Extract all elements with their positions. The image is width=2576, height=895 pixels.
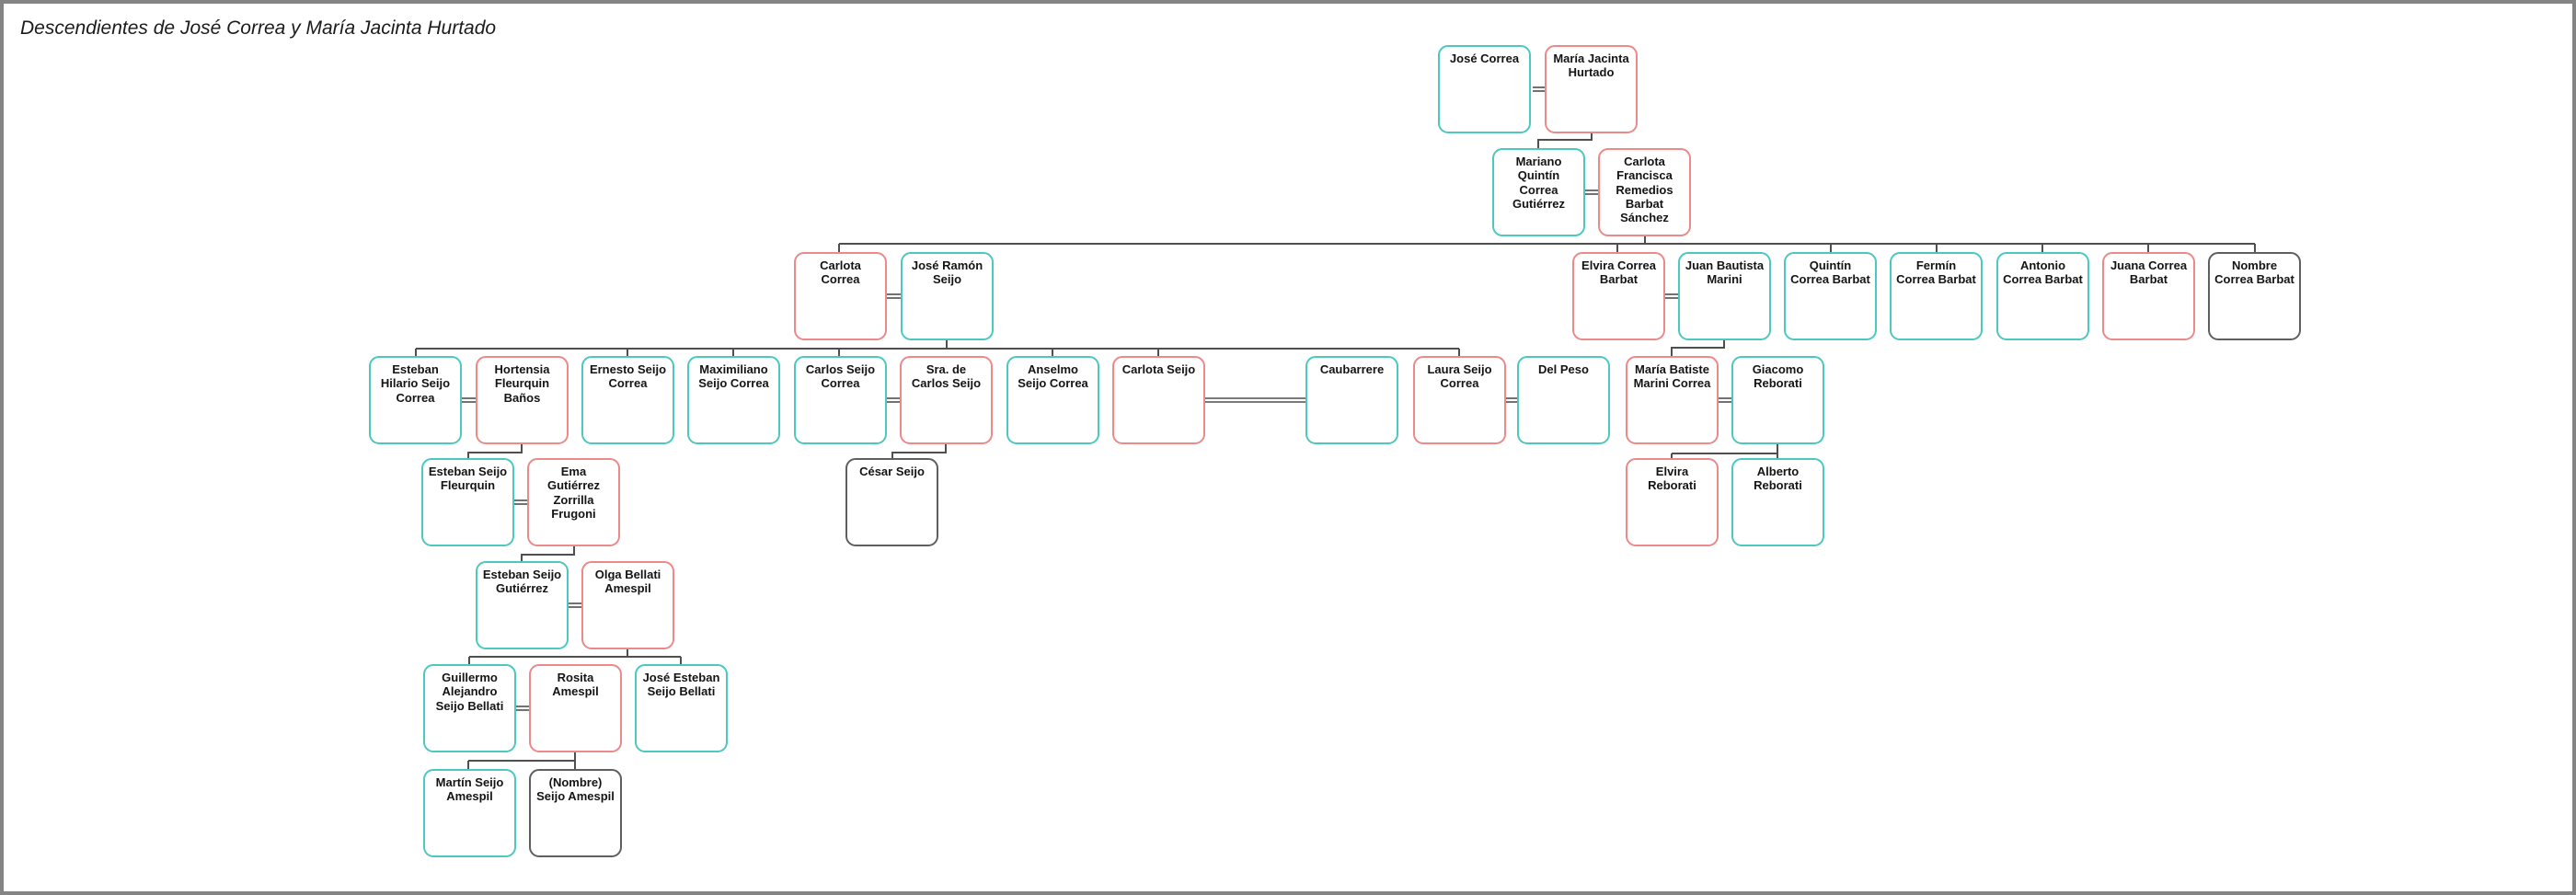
descent-connector — [1671, 340, 1725, 356]
person-node-carlos-seijo-correa[interactable]: Carlos Seijo Correa — [794, 356, 887, 444]
person-node-fermin-correa-barbat[interactable]: Fermín Correa Barbat — [1890, 252, 1983, 340]
person-name: Fermín Correa Barbat — [1896, 258, 1976, 287]
person-name: Del Peso — [1538, 362, 1589, 376]
tree-connectors — [415, 86, 2256, 769]
person-node-carlota-francisca[interactable]: Carlota Francisca Remedios Barbat Sánche… — [1598, 148, 1691, 236]
person-name: José Correa — [1449, 52, 1520, 65]
person-node-martin-seijo-amespil[interactable]: Martín Seijo Amespil — [423, 769, 516, 857]
chart-title: Descendientes de José Correa y María Jac… — [20, 17, 497, 39]
descent-connector — [521, 546, 575, 561]
person-node-esteban-hilario[interactable]: Esteban Hilario Seijo Correa — [369, 356, 462, 444]
person-node-elvira-correa-barbat[interactable]: Elvira Correa Barbat — [1572, 252, 1665, 340]
person-node-jose-ramon-seijo[interactable]: José Ramón Seijo — [901, 252, 994, 340]
person-node-olga-bellati-amespil[interactable]: Olga Bellati Amespil — [581, 561, 674, 649]
person-node-quintin-correa-barbat[interactable]: Quintín Correa Barbat — [1784, 252, 1877, 340]
person-name: Olga Bellati Amespil — [594, 568, 661, 596]
person-node-del-peso[interactable]: Del Peso — [1517, 356, 1610, 444]
person-name: María Batiste Marini Correa — [1633, 362, 1711, 391]
person-name: Caubarrere — [1319, 362, 1385, 376]
person-name: Anselmo Seijo Correa — [1018, 362, 1088, 391]
person-name: Juan Bautista Marini — [1685, 258, 1765, 287]
person-node-maria-batiste-marini[interactable]: María Batiste Marini Correa — [1626, 356, 1719, 444]
person-node-juana-correa-barbat[interactable]: Juana Correa Barbat — [2102, 252, 2195, 340]
person-node-hortensia-fleurquin[interactable]: Hortensia Fleurquin Baños — [476, 356, 569, 444]
descent-connector — [1537, 133, 1593, 148]
person-node-maximiliano-seijo[interactable]: Maximiliano Seijo Correa — [687, 356, 780, 444]
person-name: Mariano Quintín Correa Gutiérrez — [1512, 155, 1566, 211]
person-node-sra-de-carlos-seijo[interactable]: Sra. de Carlos Seijo — [900, 356, 993, 444]
person-name: Esteban Seijo Fleurquin — [428, 465, 508, 493]
person-name: Elvira Correa Barbat — [1581, 258, 1656, 287]
person-node-ema-gutierrez-zorrilla[interactable]: Ema Gutiérrez Zorrilla Frugoni — [527, 458, 620, 546]
person-node-mariano-quintin[interactable]: Mariano Quintín Correa Gutiérrez — [1492, 148, 1585, 236]
person-node-caubarrere[interactable]: Caubarrere — [1305, 356, 1398, 444]
descent-connector — [467, 444, 523, 458]
person-node-guillermo-alejandro[interactable]: Guillermo Alejandro Seijo Bellati — [423, 664, 516, 752]
person-name: Carlota Correa — [820, 258, 861, 287]
person-name: Nombre Correa Barbat — [2214, 258, 2294, 287]
person-node-carlota-correa[interactable]: Carlota Correa — [794, 252, 887, 340]
person-name: Laura Seijo Correa — [1427, 362, 1492, 391]
person-name: Rosita Amespil — [552, 671, 599, 699]
person-name: Sra. de Carlos Seijo — [911, 362, 982, 391]
person-name: César Seijo — [859, 465, 925, 478]
person-node-ernesto-seijo-correa[interactable]: Ernesto Seijo Correa — [581, 356, 674, 444]
person-node-jose-correa[interactable]: José Correa — [1438, 45, 1531, 133]
person-name: Carlos Seijo Correa — [805, 362, 876, 391]
person-name: Ernesto Seijo Correa — [589, 362, 667, 391]
person-name: Esteban Seijo Gutiérrez — [482, 568, 562, 596]
person-name: (Nombre) Seijo Amespil — [536, 775, 615, 804]
person-node-elvira-reborati[interactable]: Elvira Reborati — [1626, 458, 1719, 546]
descent-connector — [891, 444, 947, 458]
person-name: Antonio Correa Barbat — [2003, 258, 2083, 287]
person-name: Quintín Correa Barbat — [1790, 258, 1870, 287]
person-node-cesar-seijo[interactable]: César Seijo — [845, 458, 938, 546]
person-name: Hortensia Fleurquin Baños — [494, 362, 550, 405]
person-name: José Esteban Seijo Bellati — [642, 671, 720, 699]
person-node-alberto-reborati[interactable]: Alberto Reborati — [1731, 458, 1824, 546]
person-name: Ema Gutiérrez Zorrilla Frugoni — [546, 465, 601, 521]
person-node-anselmo-seijo-correa[interactable]: Anselmo Seijo Correa — [1006, 356, 1099, 444]
person-name: Carlota Francisca Remedios Barbat Sánche… — [1616, 155, 1673, 225]
person-node-esteban-seijo-fleurquin[interactable]: Esteban Seijo Fleurquin — [421, 458, 514, 546]
person-node-laura-seijo-correa[interactable]: Laura Seijo Correa — [1413, 356, 1506, 444]
person-node-esteban-seijo-gutierrez[interactable]: Esteban Seijo Gutiérrez — [476, 561, 569, 649]
person-node-giacomo-reborati[interactable]: Giacomo Reborati — [1731, 356, 1824, 444]
person-name: Juana Correa Barbat — [2110, 258, 2188, 287]
person-name: Esteban Hilario Seijo Correa — [380, 362, 451, 405]
person-name: Guillermo Alejandro Seijo Bellati — [435, 671, 504, 713]
person-node-nombre-seijo-amespil[interactable]: (Nombre) Seijo Amespil — [529, 769, 622, 857]
person-name: Alberto Reborati — [1754, 465, 1802, 493]
person-node-jose-esteban-seijo[interactable]: José Esteban Seijo Bellati — [635, 664, 728, 752]
person-name: Elvira Reborati — [1648, 465, 1696, 493]
person-node-juan-bautista-marini[interactable]: Juan Bautista Marini — [1678, 252, 1771, 340]
person-name: Martín Seijo Amespil — [435, 775, 504, 804]
person-node-maria-jacinta-hurtado[interactable]: María Jacinta Hurtado — [1545, 45, 1638, 133]
person-node-rosita-amespil[interactable]: Rosita Amespil — [529, 664, 622, 752]
person-node-carlota-seijo[interactable]: Carlota Seijo — [1112, 356, 1205, 444]
person-name: Maximiliano Seijo Correa — [698, 362, 769, 391]
person-name: Carlota Seijo — [1121, 362, 1196, 376]
person-node-nombre-correa-barbat[interactable]: Nombre Correa Barbat — [2208, 252, 2301, 340]
person-name: José Ramón Seijo — [911, 258, 983, 287]
person-name: Giacomo Reborati — [1752, 362, 1804, 391]
person-node-antonio-correa-barbat[interactable]: Antonio Correa Barbat — [1996, 252, 2089, 340]
person-name: María Jacinta Hurtado — [1553, 52, 1629, 80]
